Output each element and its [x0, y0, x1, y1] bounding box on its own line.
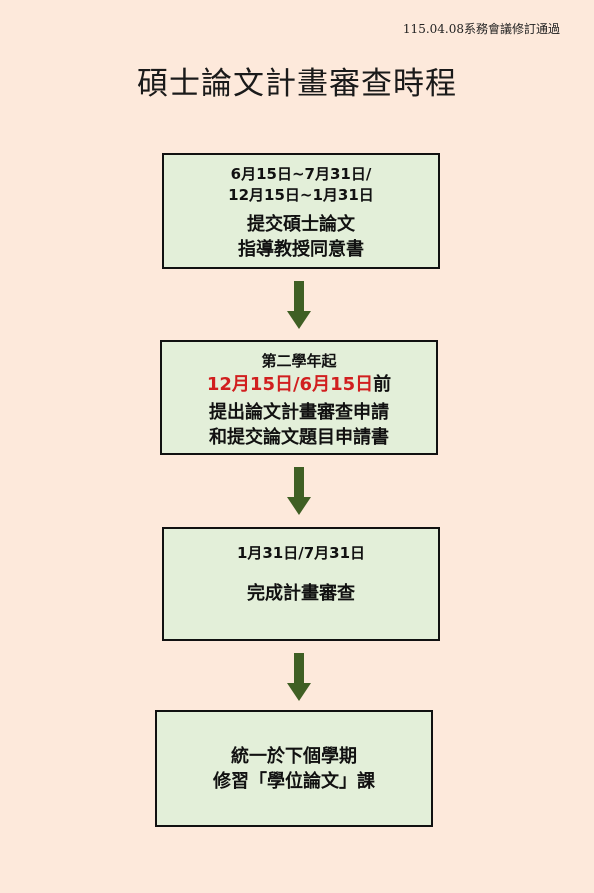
step-2-deadline-suffix: 前	[373, 374, 392, 395]
step-2-deadline-dates: 12月15日/6月15日	[206, 374, 374, 395]
page-title: 碩士論文計畫審查時程	[137, 66, 457, 102]
step-4-action-line-2: 修習「學位論文」課	[213, 770, 375, 792]
down-arrow-icon	[287, 653, 311, 701]
step-1-date-line-1: 6月15日~7月31日/	[230, 165, 372, 183]
step-3-action: 完成計畫審查	[247, 583, 355, 604]
step-1-action-line-1: 提交碩士論文	[247, 214, 355, 235]
step-2-action-line-2: 和提交論文題目申請書	[209, 427, 389, 448]
step-4-action-line-1: 統一於下個學期	[231, 745, 357, 767]
step-2-action-line-1: 提出論文計畫審查申請	[209, 402, 389, 423]
revision-note: 115.04.08系務會議修訂通過	[402, 22, 560, 36]
down-arrow-icon	[287, 281, 311, 329]
step-2-deadline: 12月15日/6月15日前	[207, 372, 391, 397]
step-4-box: 統一於下個學期 修習「學位論文」課	[155, 710, 433, 827]
step-1-date-line-2: 12月15日~1月31日	[228, 186, 374, 204]
step-2-box: 第二學年起 12月15日/6月15日前 提出論文計畫審查申請 和提交論文題目申請…	[160, 340, 438, 455]
step-3-box: 1月31日/7月31日 完成計畫審查	[162, 527, 440, 641]
step-1-action-line-2: 指導教授同意書	[238, 239, 364, 260]
step-2-condition: 第二學年起	[261, 352, 337, 370]
step-3-date: 1月31日/7月31日	[236, 544, 366, 562]
down-arrow-icon	[287, 467, 311, 515]
step-1-box: 6月15日~7月31日/ 12月15日~1月31日 提交碩士論文 指導教授同意書	[162, 153, 440, 269]
